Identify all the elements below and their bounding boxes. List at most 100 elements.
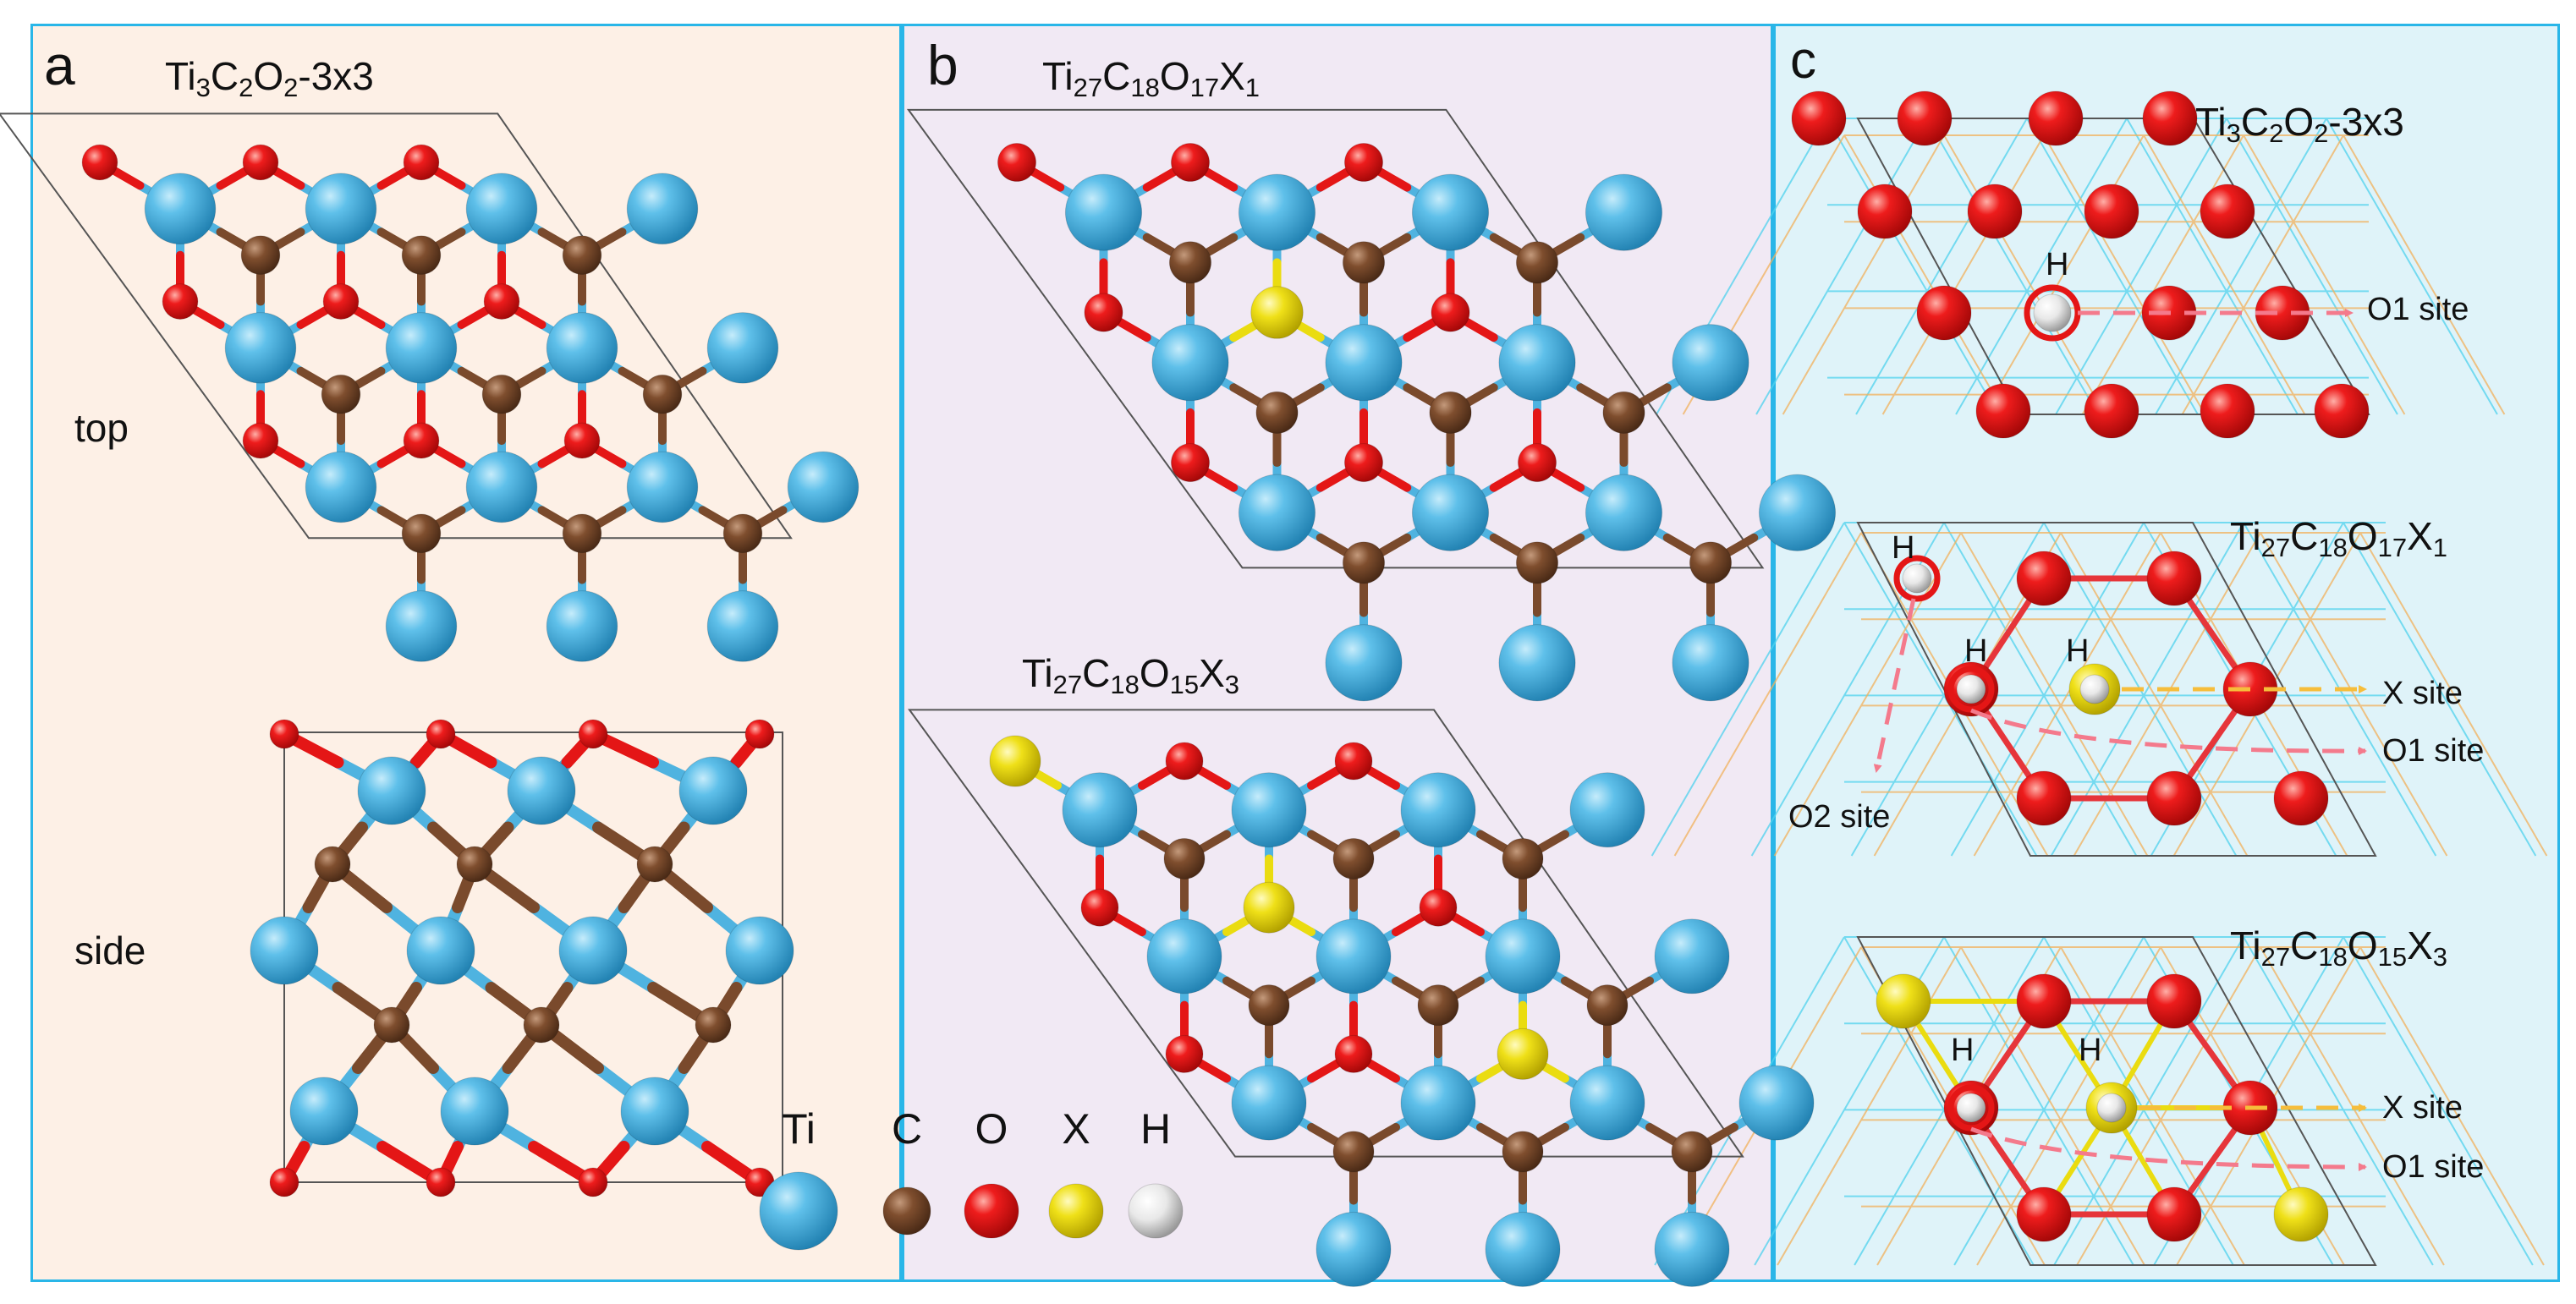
panel-c1-o-atom (2084, 184, 2139, 239)
panel-a-side-ti-atom (678, 756, 748, 825)
panel-c1-o-atom (2028, 90, 2084, 146)
panel-b-x3-ti-atom (1654, 918, 1730, 994)
panel-c1-h-atom (2033, 293, 2072, 332)
panel-b-x3-x-atom (1497, 1027, 1549, 1080)
panel-a-top-o-atom (403, 422, 440, 459)
panel-c3-o-ring (1947, 1084, 1995, 1131)
panel-a-side-o-atom (578, 719, 608, 749)
panel-a-side-c-atom (523, 1006, 560, 1044)
panel-b-x1-ti-atom (1498, 324, 1576, 402)
panel-a-side-ti-atom (250, 916, 319, 985)
panel-b-x1-ti-atom (1758, 474, 1837, 551)
panel-a-side-ti-atom (620, 1077, 689, 1146)
panel-a-top-o-atom (483, 283, 520, 320)
panel-a-top-unit-cell (0, 112, 793, 540)
panel-a-top-ti-atom (706, 590, 779, 662)
panel-b-x1-o-atom (1517, 443, 1557, 483)
panel-a-top-ti-atom (465, 451, 538, 523)
o2-arrow (1873, 598, 1916, 773)
panel-b-x1-ti-atom (1151, 324, 1229, 402)
panel-b-x1-unit-cell (906, 108, 1765, 569)
panel-b-x1-ti-atom (1411, 474, 1490, 551)
panel-b-x1-c-atom (1342, 241, 1386, 284)
o1-site-label-1: O1 site (2367, 292, 2469, 327)
panel-c3-x-atom (1876, 973, 1931, 1029)
panel-a-top-ti-atom (465, 173, 538, 245)
panel-a-side-ti-atom (406, 916, 475, 985)
panel-c-letter: c (1790, 31, 1816, 90)
panel-b-x1-o-atom (1431, 293, 1470, 332)
panel-a-top-ti-atom (546, 312, 618, 384)
panel-c2-o-ring (1893, 555, 1941, 602)
panel-a-top-c-atom (642, 374, 683, 414)
panel-b-x3-ti-atom (1315, 918, 1392, 994)
h-label-c1: H (2046, 247, 2068, 282)
legend-label-c: C (892, 1105, 922, 1153)
panel-b-x1-c-atom (1515, 541, 1559, 584)
panel-c3-h-atom (2096, 1093, 2127, 1123)
panel-a-top-o-atom (162, 283, 199, 320)
panel-b-title-1: Ti27C18O17X1 (1042, 54, 1260, 102)
panel-a-top-ti-atom (224, 312, 297, 384)
legend-label-x: X (1062, 1105, 1090, 1153)
panel-a-side-ti-atom (440, 1077, 509, 1146)
panel-a-side-o-atom (269, 1167, 299, 1197)
panel-c-title-2: Ti27C18O17X1 (2230, 514, 2447, 562)
panel-a-side-c-atom (373, 1006, 410, 1044)
panel-b-x1-ti-atom (1325, 624, 1403, 702)
panel-b-x3-x-atom (989, 735, 1041, 787)
panel-b-x3-ti-atom (1231, 772, 1307, 848)
panel-c3-x-atom (2273, 1186, 2329, 1242)
panel-a-side-c-atom (314, 846, 351, 883)
panel-b-x1-c-atom (1602, 391, 1645, 434)
panel-b-x1-ti-atom (1585, 474, 1663, 551)
panel-c3-o-atom (2016, 973, 2072, 1029)
panel-b-x1-ti-atom (1411, 173, 1490, 251)
panel-b-x3-ti-atom (1400, 772, 1476, 848)
x-site-label-2: X site (2382, 1090, 2463, 1126)
h-label-c3-b: H (2079, 1033, 2101, 1068)
panel-c2-o-atom (2016, 770, 2072, 826)
panel-a-side-o-atom (269, 719, 299, 749)
panel-c1-o-atom (1916, 285, 1972, 341)
panel-b-x3-ti-atom (1485, 918, 1561, 994)
panel-b-x3-c-atom (1417, 984, 1459, 1027)
panel-a-side-ti-atom (289, 1077, 359, 1146)
panel-c1-o-atom (1791, 90, 1847, 146)
panel-a-side-ti-atom (357, 756, 426, 825)
h-label-c2-b: H (1964, 633, 1987, 669)
panel-a-top-ti-atom (385, 312, 458, 384)
panel-a-top-c-atom (562, 513, 602, 554)
panel-c2-o-atom (2016, 551, 2072, 606)
panel-b-x3-ti-atom (1146, 918, 1222, 994)
o1-site-label-2: O1 site (2382, 733, 2484, 769)
panel-a-top-ti-atom (546, 590, 618, 662)
panel-b-x1-x-atom (1250, 286, 1304, 339)
top-view-label: top (74, 406, 129, 450)
panel-b-x1-o-atom (1170, 443, 1211, 483)
panel-b-x1-c-atom (1255, 391, 1299, 434)
panel-b-x1-o-atom (1170, 142, 1211, 183)
panel-c1-o-atom (1975, 383, 2031, 439)
panel-b-x1-o-atom (1343, 142, 1384, 183)
panel-b-x3-unit-cell (908, 709, 1744, 1158)
x-site-label-1: X site (2382, 676, 2463, 711)
panel-c2-h-atom (1902, 563, 1932, 594)
panel-b-x1-ti-atom (1585, 173, 1663, 251)
panel-a-title: Ti3C2O2-3x3 (165, 54, 374, 102)
panel-a-side-o-atom (426, 719, 456, 749)
panel-a-top-c-atom (401, 513, 442, 554)
o1-arrow-2 (1970, 708, 2367, 756)
panel-c1-o-atom (1967, 184, 2023, 239)
element-legend: Ti C O X H (782, 1105, 1171, 1153)
panel-b-x1-o-atom (1084, 293, 1123, 332)
panel-a-top-c-atom (321, 374, 361, 414)
panel-c1-o-atom (1857, 184, 1913, 239)
panel-c2-o-ring (1947, 666, 1995, 713)
panel-a-side-c-atom (695, 1006, 732, 1044)
panel-c-cell-2 (1856, 522, 2377, 857)
panel-c-grid-cyan-1 (1656, 118, 2498, 415)
panel-b-x3-c-atom (1332, 837, 1375, 879)
panel-a-top-ti-atom (385, 590, 458, 662)
